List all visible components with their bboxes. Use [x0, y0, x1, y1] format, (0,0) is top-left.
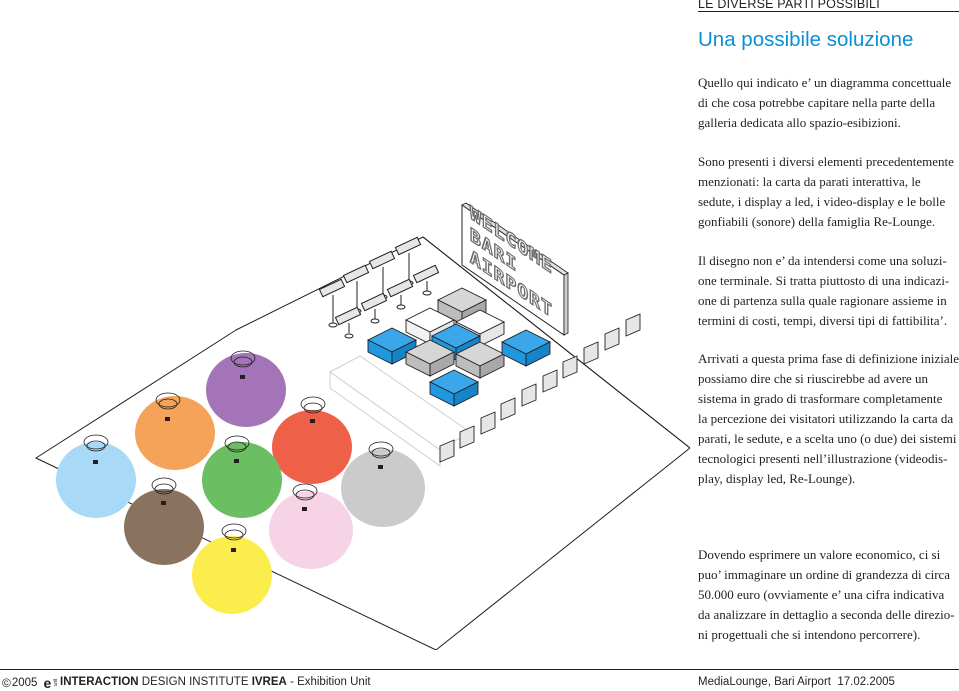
text-line: sedute, i display a led, i video-display… — [698, 194, 946, 209]
wallpaper-edge — [422, 236, 690, 449]
footer-rule — [0, 669, 959, 670]
wall-displays — [439, 313, 641, 463]
exhibition-illustration: WELCOME BARI AIRPORT — [34, 200, 690, 650]
footer-institute: INTERACTION DESIGN INSTITUTE IVREA - Exh… — [60, 676, 371, 688]
text-line: possiamo dire che si riuscirebbe ad aver… — [698, 371, 928, 386]
paragraph-phase: Arrivati a questa prima fase di definizi… — [698, 349, 959, 489]
seat-cube — [428, 369, 480, 407]
bubble-light-blue — [56, 434, 136, 518]
re-lounge-bubbles — [56, 350, 425, 614]
section-label: LE DIVERSE PARTI POSSIBILI — [698, 0, 880, 11]
text-line: one di partenza sulla quale ragionare as… — [698, 293, 947, 308]
eunit-logo-sub: unit — [53, 679, 60, 687]
bubble-grey — [341, 441, 425, 527]
text-line: da analizzare in dettaglio a seconda del… — [698, 607, 955, 622]
paragraph-budget: Dovendo esprimere un valore economico, c… — [698, 545, 959, 645]
footer-institute-text: DESIGN INSTITUTE — [138, 676, 252, 688]
footer-event: MediaLounge, Bari Airport 17.02.2005 — [698, 676, 895, 688]
bubble-yellow — [192, 523, 272, 614]
text-line: puo’ immaginare un ordine di grandezza d… — [698, 567, 951, 582]
paragraph-disclaimer: Il disegno non e’ da intendersi come una… — [698, 251, 959, 331]
seat-cube — [404, 339, 456, 377]
bubble-green — [202, 435, 282, 518]
seat-cube — [366, 327, 418, 365]
cube-seats — [366, 287, 552, 407]
footer-institute-text: - Exhibition Unit — [286, 676, 371, 688]
paragraph-intro: Quello qui indicato e’ un diagramma conc… — [698, 73, 959, 133]
bubble-purple — [206, 350, 286, 427]
text-line: play, display led, Re-Lounge). — [698, 471, 856, 486]
text-line: menzionati: la carta da parati interatti… — [698, 174, 921, 189]
text-line: la percezione dei visitatori utilizzando… — [698, 411, 954, 426]
text-line: ni progettuali che si intendono percorre… — [698, 627, 921, 642]
text-line: Dovendo esprimere un valore economico, c… — [698, 547, 941, 562]
text-line: Arrivati a questa prima fase di definizi… — [698, 351, 959, 366]
footer-copyright: © 2005 e unit — [2, 674, 60, 691]
text-line: Il disegno non e’ da intendersi come una… — [698, 253, 947, 268]
footer-year: 2005 — [11, 677, 38, 689]
footer-institute-bold: IVREA — [251, 676, 287, 688]
footer-institute-bold: INTERACTION — [60, 676, 139, 688]
eunit-logo: e — [43, 674, 52, 691]
text-line: Quello qui indicato e’ un diagramma conc… — [698, 75, 952, 90]
copyright-icon: © — [2, 676, 11, 690]
text-line: 50.000 euro (ovviamente e’ una cifra ind… — [698, 587, 945, 602]
text-line: gonfiabili (sonore) della famiglia Re-Lo… — [698, 214, 936, 229]
text-line: tecnologici presenti nell’illustrazione … — [698, 451, 948, 466]
bubble-red — [272, 396, 352, 484]
page-title: Una possibile soluzione — [698, 28, 914, 51]
text-line: termini di costi, tempi, diversi tipi di… — [698, 313, 948, 328]
text-line: galleria dedicata allo spazio-esibizioni… — [698, 115, 901, 130]
text-line: Sono presenti i diversi elementi precede… — [698, 154, 954, 169]
bubble-orange — [135, 392, 215, 470]
paragraph-elements: Sono presenti i diversi elementi precede… — [698, 152, 959, 232]
text-line: sistema in grado di trasformare completa… — [698, 391, 943, 406]
seat-cube — [500, 329, 552, 367]
top-rule — [698, 11, 959, 12]
bubble-pink — [269, 483, 353, 569]
text-line: parati, le sedute, e a scelta uno (o due… — [698, 431, 957, 446]
bubble-brown — [124, 477, 204, 565]
video-displays — [318, 236, 440, 339]
seat-cube — [436, 287, 488, 325]
floor-outline — [34, 236, 690, 650]
text-line: di che cosa potrebbe capitare nella part… — [698, 95, 936, 110]
text-line: one terminale. Si tratta piuttosto di un… — [698, 273, 950, 288]
